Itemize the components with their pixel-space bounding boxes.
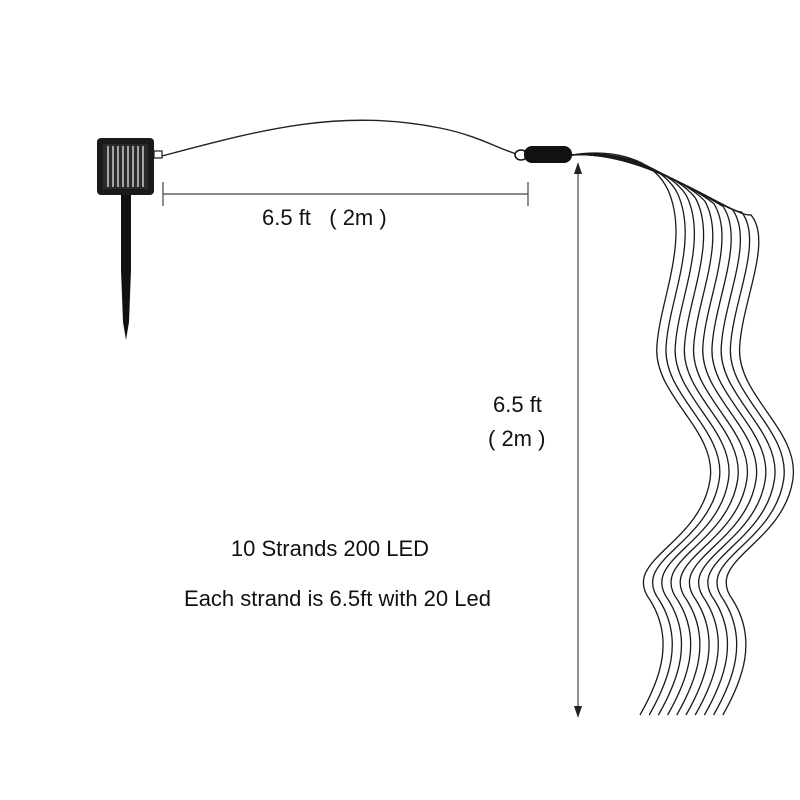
led-strand-icon	[571, 153, 730, 716]
horizontal-dimension-label: 6.5 ft ( 2m )	[262, 205, 387, 230]
led-strand-icon	[571, 153, 758, 716]
controller-box-icon	[514, 146, 572, 163]
led-strand-icon	[571, 153, 739, 716]
ground-stake-icon	[121, 195, 131, 340]
led-strands	[571, 152, 795, 716]
vertical-dimension-label-ft: 6.5 ft	[493, 392, 542, 417]
solar-panel-icon	[97, 138, 163, 195]
strand-length-text: Each strand is 6.5ft with 20 Led	[184, 586, 491, 611]
led-strand-icon	[571, 154, 785, 716]
led-strand-icon	[571, 152, 712, 716]
vertical-dimension-line	[574, 162, 582, 718]
led-strand-icon	[571, 153, 721, 716]
led-strand-icon	[571, 153, 749, 716]
led-strand-icon	[571, 154, 767, 716]
strand-count-text: 10 Strands 200 LED	[230, 536, 430, 561]
led-strand-icon	[571, 154, 795, 716]
vertical-dimension-label-m: ( 2m )	[488, 426, 546, 451]
horizontal-dimension-line	[162, 182, 529, 206]
power-cable	[161, 119, 521, 157]
